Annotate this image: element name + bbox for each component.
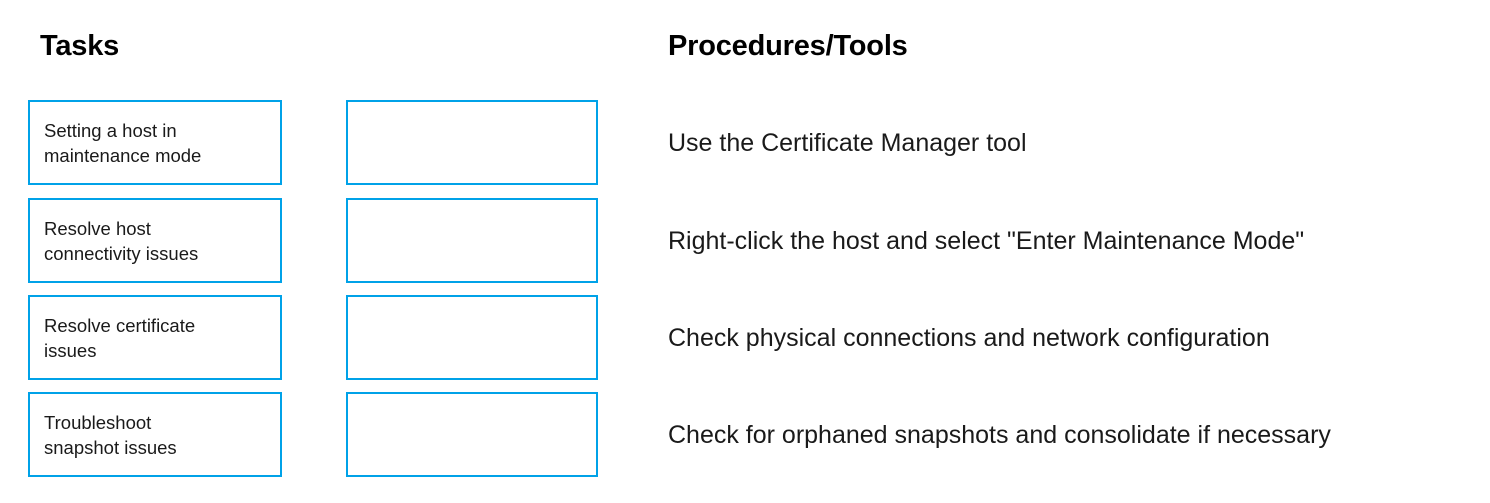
procedure-item[interactable]: Check physical connections and network c… — [668, 323, 1270, 352]
matching-row: Setting a host in maintenance mode Use t… — [0, 100, 1490, 185]
procedure-item[interactable]: Use the Certificate Manager tool — [668, 128, 1027, 157]
procedure-item[interactable]: Check for orphaned snapshots and consoli… — [668, 420, 1331, 449]
task-label: Troubleshoot snapshot issues — [44, 411, 177, 458]
answer-drop-target[interactable] — [346, 100, 598, 185]
answer-drop-target[interactable] — [346, 392, 598, 477]
procedures-column-heading: Procedures/Tools — [668, 30, 908, 62]
matching-row: Troubleshoot snapshot issues Check for o… — [0, 392, 1490, 477]
task-label: Resolve certificate issues — [44, 314, 196, 361]
matching-row: Resolve host connectivity issues Right-c… — [0, 198, 1490, 283]
answer-drop-target[interactable] — [346, 295, 598, 380]
task-box[interactable]: Troubleshoot snapshot issues — [28, 392, 282, 477]
matching-row: Resolve certificate issues Check physica… — [0, 295, 1490, 380]
task-box[interactable]: Resolve host connectivity issues — [28, 198, 282, 283]
tasks-column-heading: Tasks — [40, 30, 120, 62]
task-label: Resolve host connectivity issues — [44, 217, 199, 264]
task-box[interactable]: Setting a host in maintenance mode — [28, 100, 282, 185]
procedure-item[interactable]: Right-click the host and select "Enter M… — [668, 226, 1305, 255]
task-label: Setting a host in maintenance mode — [44, 119, 202, 166]
task-box[interactable]: Resolve certificate issues — [28, 295, 282, 380]
answer-drop-target[interactable] — [346, 198, 598, 283]
